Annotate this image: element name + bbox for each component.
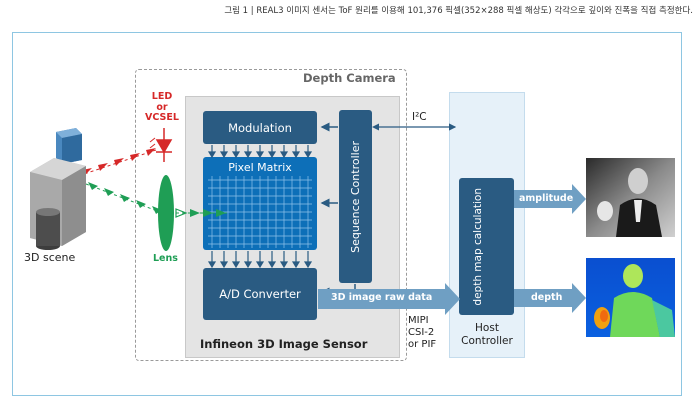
amplitude-arrow [514,184,586,214]
ad-converter-block: A/D Converter [203,268,317,320]
figure-caption: 그림 1 | REAL3 이미지 센서는 ToF 원리를 이용해 101,376… [224,6,693,16]
raw-data-arrow [318,283,460,315]
host-controller-label: Host Controller [461,322,513,347]
depth-label: depth [531,292,563,303]
i2c-label: I²C [412,111,427,123]
pixel-matrix-grid [208,176,312,248]
depth-camera-panel [135,69,407,361]
interface-label: MIPI CSI-2 or PIF [408,315,437,350]
modulation-label: Modulation [228,120,292,135]
ad-converter-label: A/D Converter [219,287,301,301]
amplitude-label: amplitude [519,193,574,204]
depth-map-block: depth map calculation [459,178,514,315]
reflected-light-arrows [88,182,226,218]
scene-objects [30,128,86,250]
pixel-matrix-label: Pixel Matrix [228,161,292,174]
modulation-block: Modulation [203,111,317,144]
sensor-title: Infineon 3D Image Sensor [200,337,368,351]
raw-data-label: 3D image raw data [331,292,433,303]
scene-label: 3D scene [24,251,76,264]
lens-shape [158,175,174,251]
depth-arrow [514,283,586,313]
modulation-to-pixel-arrows [207,145,313,159]
diagram-frame [12,32,682,396]
pixel-to-ad-arrows [207,251,313,269]
sequence-controller-block: Sequence Controller [339,110,372,283]
depth-camera-title: Depth Camera [303,71,396,85]
amplitude-image [586,158,675,237]
depth-image [586,258,675,337]
led-symbol [149,128,173,162]
led-label: LED or VCSEL [145,91,179,123]
lens-label: Lens [153,253,178,264]
